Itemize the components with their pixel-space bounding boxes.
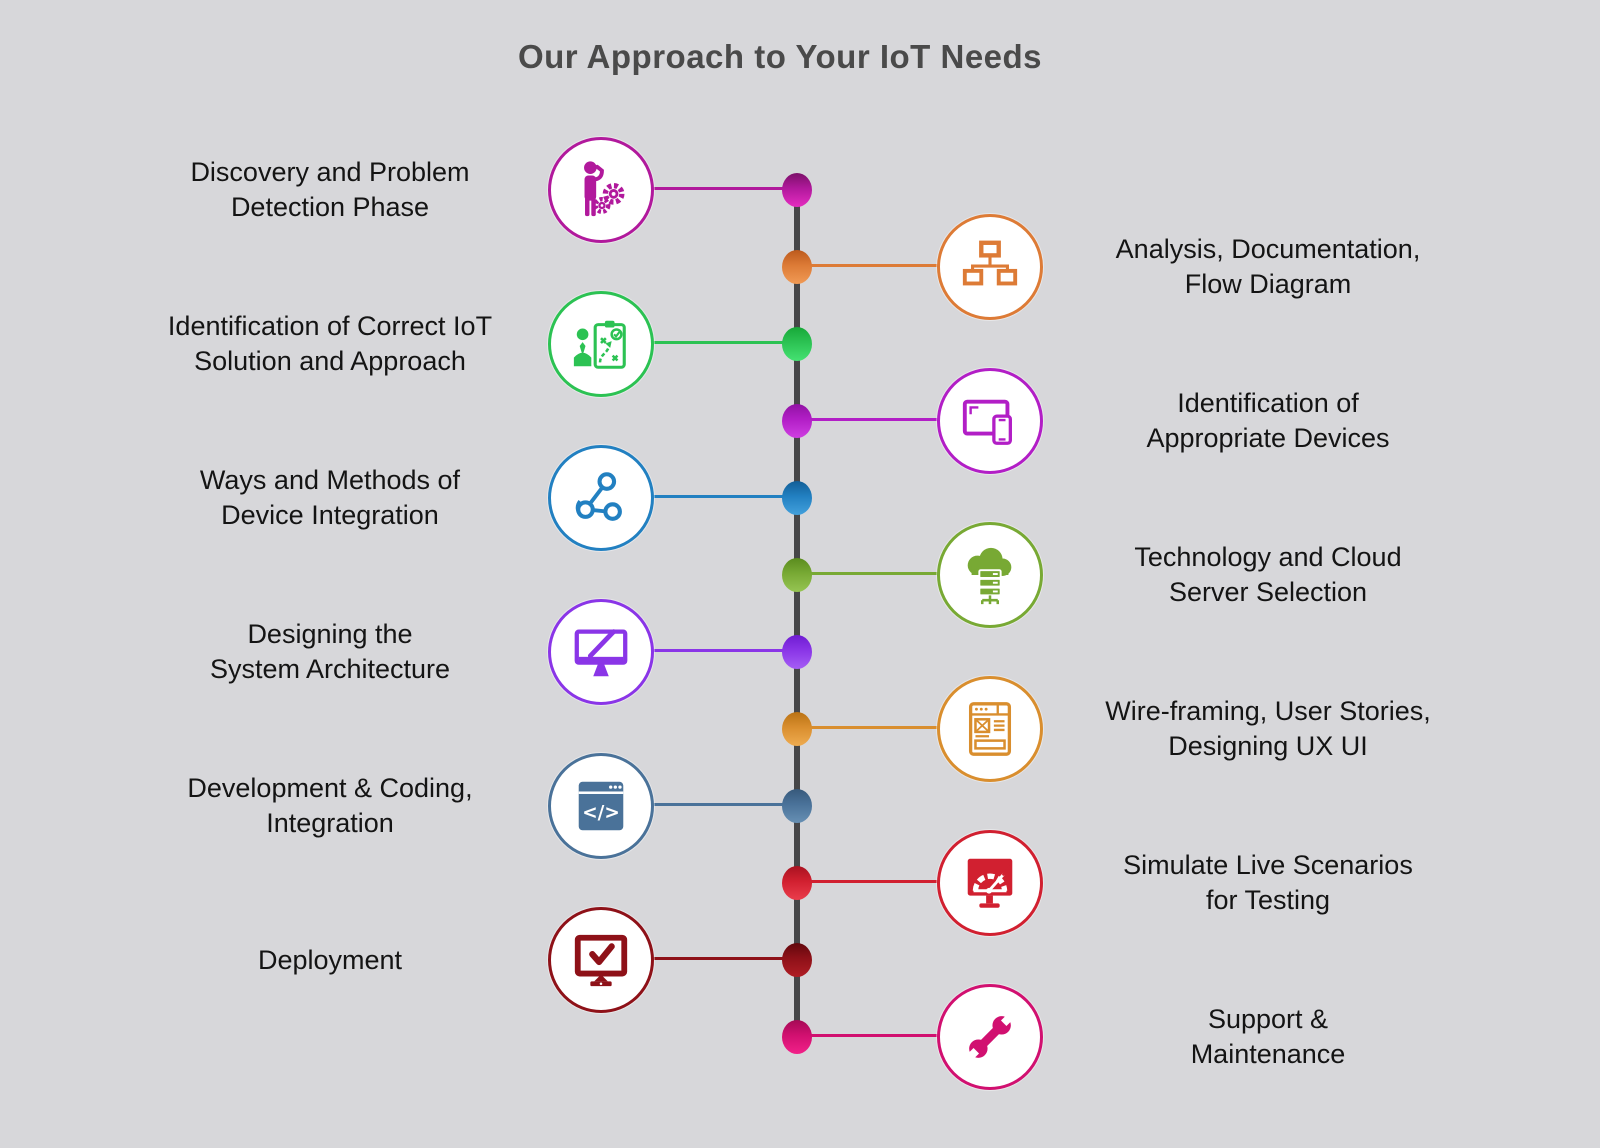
- icon-badge: [548, 599, 654, 705]
- icon-badge: [937, 214, 1043, 320]
- timeline-item: Development & Coding, Integration </>: [0, 751, 1600, 861]
- clipboard-strategy-icon: [573, 320, 626, 369]
- timeline-dot: [782, 712, 812, 746]
- connector-line: [652, 341, 797, 344]
- connector-line: [797, 880, 939, 883]
- icon-badge: [937, 676, 1043, 782]
- timeline-dot: [782, 558, 812, 592]
- connector-line: [652, 649, 797, 652]
- timeline-dot: [782, 327, 812, 361]
- timeline-item: Simulate Live Scenarios for Testing: [0, 828, 1600, 938]
- timeline-item: Designing the System Architecture: [0, 597, 1600, 707]
- icon-badge: [548, 445, 654, 551]
- timeline-item: Analysis, Documentation, Flow Diagram: [0, 212, 1600, 322]
- monitor-pencil-icon: [574, 629, 628, 677]
- step-label: Ways and Methods of Device Integration: [199, 465, 461, 530]
- step-label: Identification of Appropriate Devices: [1146, 388, 1390, 453]
- step-label: Deployment: [257, 944, 403, 975]
- infographic-title: Our Approach to Your IoT Needs: [517, 38, 1043, 75]
- step-label: Support & Maintenance: [1190, 1004, 1346, 1069]
- icon-badge: [937, 830, 1043, 936]
- icon-badge: [548, 291, 654, 397]
- timeline-dot: [782, 866, 812, 900]
- connector-line: [797, 572, 939, 575]
- timeline-dot: [782, 173, 812, 207]
- step-label: Identification of Correct IoT Solution a…: [167, 311, 493, 376]
- devices-icon: [962, 399, 1012, 445]
- step-label: Development & Coding, Integration: [187, 773, 473, 838]
- person-gears-icon: [584, 161, 625, 217]
- timeline-item: Support & Maintenance: [0, 982, 1600, 1092]
- icon-badge: [937, 984, 1043, 1090]
- step-label: Analysis, Documentation, Flow Diagram: [1115, 234, 1421, 299]
- timeline-item: Identification of Correct IoT Solution a…: [0, 289, 1600, 399]
- cloud-server-icon: [967, 547, 1012, 605]
- timeline-item: Technology and Cloud Server Selection: [0, 520, 1600, 630]
- monitor-check-icon: [574, 934, 628, 987]
- flow-diagram-icon: [962, 240, 1018, 286]
- step-label: Wire-framing, User Stories, Designing UX…: [1105, 696, 1431, 761]
- icon-badge: </>: [548, 753, 654, 859]
- timeline-dot: [782, 481, 812, 515]
- connector-line: [652, 957, 797, 960]
- timeline-item: Identification of Appropriate Devices: [0, 366, 1600, 476]
- timeline-dot: [782, 404, 812, 438]
- timeline-line: [794, 190, 800, 1037]
- timeline-item: Wire-framing, User Stories, Designing UX…: [0, 674, 1600, 784]
- step-label: Simulate Live Scenarios for Testing: [1123, 850, 1413, 915]
- timeline-item: Ways and Methods of Device Integration: [0, 443, 1600, 553]
- timeline-dot: [782, 789, 812, 823]
- timeline-dot: [782, 1020, 812, 1054]
- share-nodes-icon: [575, 472, 622, 521]
- gauge-monitor-icon: [967, 858, 1013, 908]
- icon-badge: [548, 137, 654, 243]
- connector-line: [797, 1034, 939, 1037]
- connector-line: [797, 726, 939, 729]
- svg-text:</>: </>: [582, 803, 620, 824]
- timeline-dot: [782, 250, 812, 284]
- wireframe-icon: [968, 702, 1012, 756]
- connector-line: [797, 264, 939, 267]
- timeline-dot: [782, 635, 812, 669]
- icon-badge: [548, 907, 654, 1013]
- step-label: Technology and Cloud Server Selection: [1134, 542, 1402, 607]
- timeline-dot: [782, 943, 812, 977]
- icon-badge: [937, 368, 1043, 474]
- connector-line: [652, 495, 797, 498]
- step-label: Discovery and Problem Detection Phase: [190, 157, 470, 222]
- connector-line: [652, 803, 797, 806]
- connector-line: [652, 187, 797, 190]
- wrench-icon: [965, 1012, 1015, 1062]
- code-window-icon: </>: [578, 781, 624, 831]
- step-label: Designing the System Architecture: [209, 619, 451, 684]
- timeline-item: Discovery and Problem Detection Phase: [0, 135, 1600, 245]
- connector-line: [797, 418, 939, 421]
- timeline-item: Deployment: [0, 905, 1600, 1015]
- icon-badge: [937, 522, 1043, 628]
